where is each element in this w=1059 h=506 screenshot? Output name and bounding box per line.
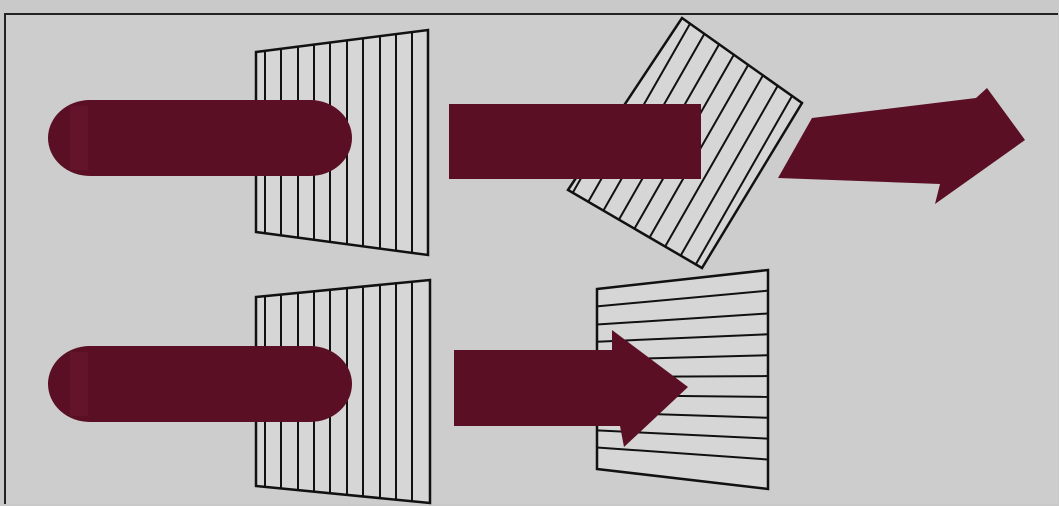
top-reduced-beam-arrow (778, 88, 1025, 204)
bottom-unpolarized-beam (48, 346, 352, 422)
top-unpolarized-beam (48, 100, 352, 176)
top-polarized-beam (449, 104, 701, 179)
